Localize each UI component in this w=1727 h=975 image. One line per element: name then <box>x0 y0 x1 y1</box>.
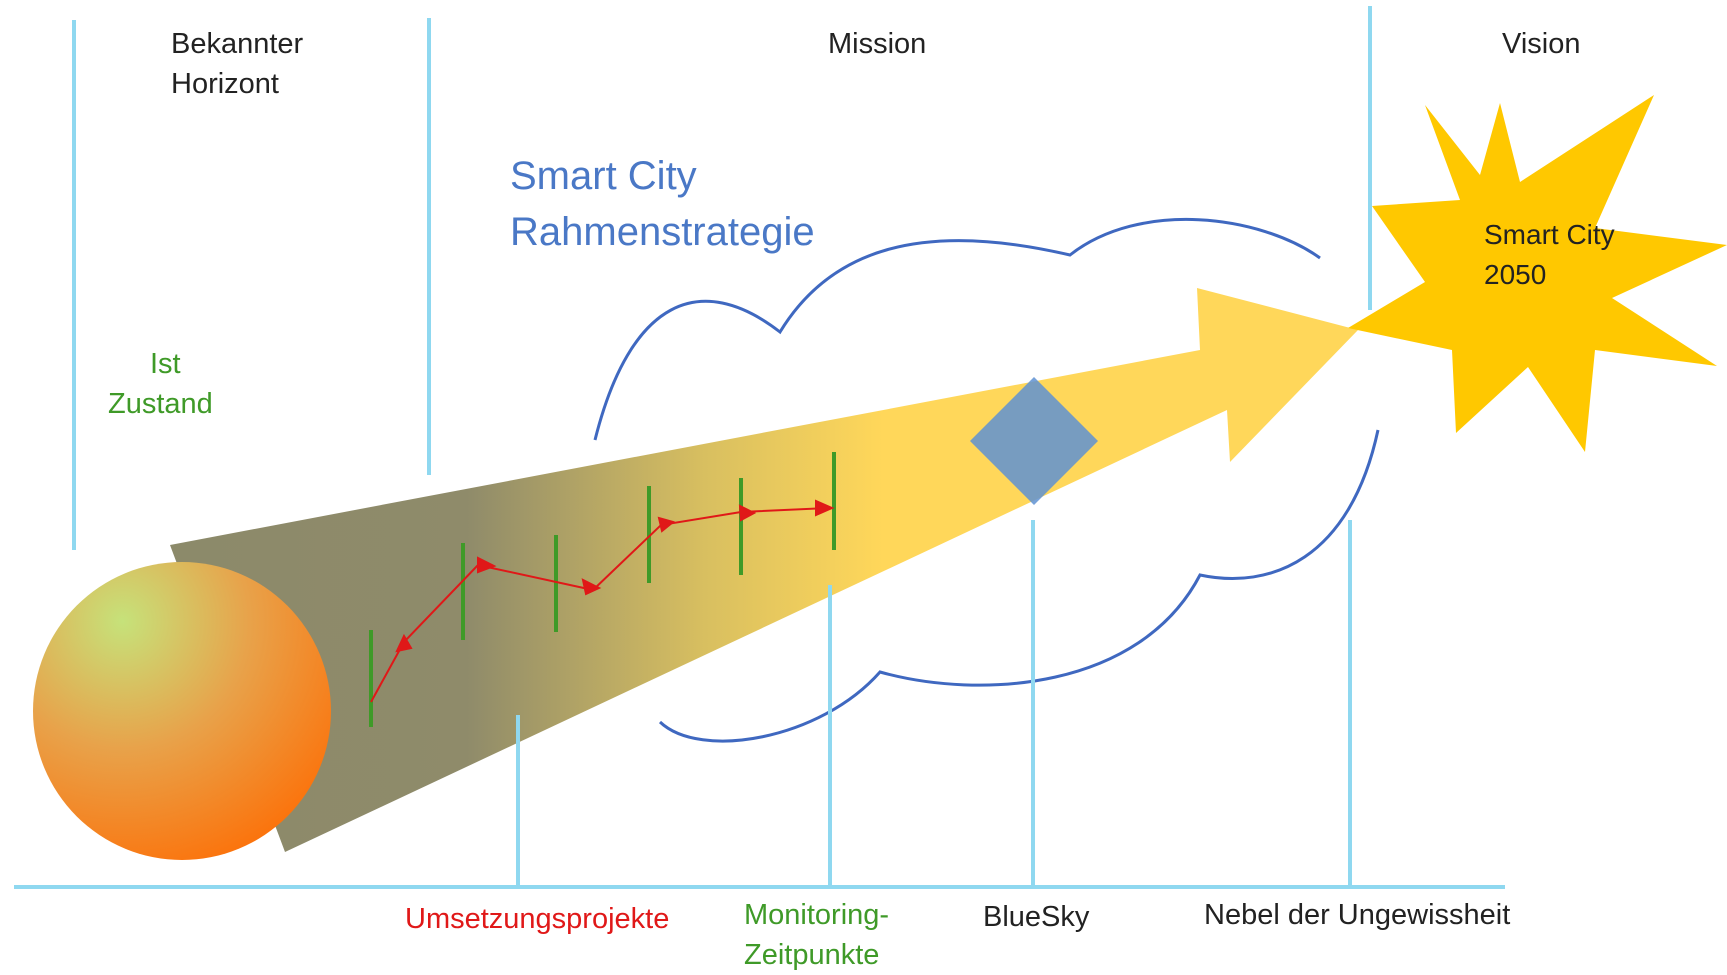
path-arrowhead-4 <box>657 516 676 533</box>
known-horizon-line-2: Horizont <box>171 68 279 100</box>
strategy-title-line-1: Smart City <box>510 154 697 198</box>
fog-cloud <box>593 217 1380 743</box>
current-state-ball <box>33 562 331 860</box>
strategy-title: Smart City Rahmenstrategie <box>510 148 815 260</box>
strategy-beam <box>170 288 1358 852</box>
mission-label: Mission <box>828 28 927 60</box>
project-path <box>370 499 835 703</box>
path-arrowhead-6 <box>815 499 835 517</box>
bluesky-label: BlueSky <box>983 901 1090 933</box>
known-horizon-label: Bekannter Horizont <box>171 24 303 104</box>
monitoring-label: Monitoring- Zeitpunkte <box>744 895 889 975</box>
monitoring-line-2: Zeitpunkte <box>744 939 880 971</box>
current-state-label: Ist Zustand <box>108 344 213 424</box>
projects-label: Umsetzungsprojekte <box>405 903 670 935</box>
vision-target-line-1: Smart City <box>1484 219 1615 250</box>
vision-target-label: Smart City 2050 <box>1484 215 1615 295</box>
milestone-lines <box>516 520 1035 885</box>
fog-label: Nebel der Ungewissheit <box>1204 899 1511 931</box>
current-state-line-1: Ist <box>150 348 181 380</box>
bluesky-diamond <box>970 377 1098 505</box>
horizon-lines <box>72 6 1372 885</box>
vision-sun <box>1348 95 1727 452</box>
path-arrowhead-2 <box>477 556 497 574</box>
current-state-line-2: Zustand <box>108 388 213 420</box>
monitoring-markers <box>369 452 836 727</box>
strategy-title-line-2: Rahmenstrategie <box>510 210 815 254</box>
path-arrowhead-3 <box>581 578 602 596</box>
path-arrowhead-1 <box>395 633 413 653</box>
vision-target-line-2: 2050 <box>1484 259 1547 290</box>
monitoring-line-1: Monitoring- <box>744 899 890 931</box>
known-horizon-line-1: Bekannter <box>171 28 304 60</box>
vision-label: Vision <box>1502 28 1581 60</box>
path-arrowhead-5 <box>738 504 757 522</box>
